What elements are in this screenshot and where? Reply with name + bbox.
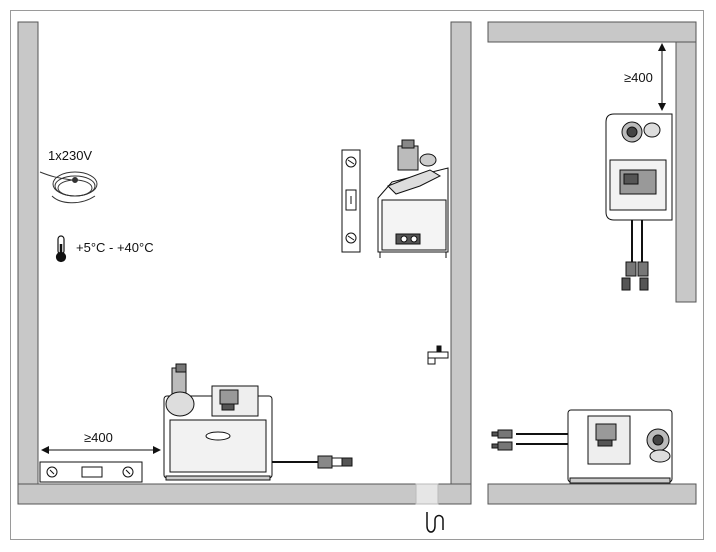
clearance-top-label: ≥400 <box>624 70 653 85</box>
drain-symbol-icon <box>426 512 444 533</box>
diagram-frame <box>10 10 704 540</box>
right-view-walls <box>487 21 697 505</box>
spirit-level-horizontal-icon <box>39 461 143 483</box>
ceiling <box>487 21 697 43</box>
side-wall <box>675 41 697 303</box>
floor-right <box>437 483 472 505</box>
left-wall <box>17 21 39 485</box>
power-cable-icon <box>39 171 98 204</box>
left-room-walls <box>17 21 472 505</box>
water-tap-icon <box>427 345 449 365</box>
floor-pump-front-view <box>163 363 353 481</box>
temperature-label: +5°C - +40°C <box>76 240 154 255</box>
clearance-front-label: ≥400 <box>84 430 113 445</box>
floor-left <box>17 483 417 505</box>
wall-pump-front-view <box>605 113 673 291</box>
power-label: 1x230V <box>48 148 92 163</box>
floor-right-view <box>487 483 697 505</box>
wall-pump-side-view <box>377 139 449 258</box>
floor-drain-opening <box>415 483 439 505</box>
floor-pump-right-view <box>491 409 673 484</box>
right-wall <box>450 21 472 485</box>
thermometer-icon <box>55 235 67 263</box>
spirit-level-icon <box>341 149 361 253</box>
